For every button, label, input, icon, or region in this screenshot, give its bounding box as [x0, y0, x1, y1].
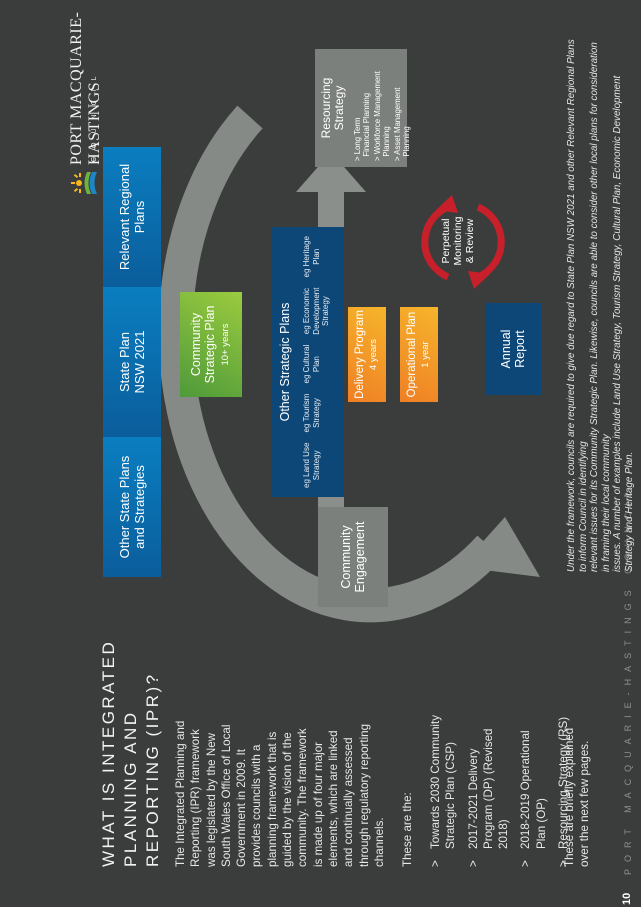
- other-strategic-plans-box: Other Strategic Plans eg Land Use Strate…: [272, 227, 344, 497]
- diagram-caption: Under the framework, councils are requir…: [566, 37, 635, 572]
- monitoring-line: Monitoring: [452, 216, 464, 266]
- box-line: NSW 2021: [132, 330, 147, 394]
- strategy-item: eg Cultural Plan: [302, 345, 331, 384]
- cycle-ring: [158, 105, 540, 623]
- item-line: eg Heritage: [302, 236, 311, 278]
- box-line: Other State Plans: [117, 455, 132, 559]
- resourcing-title: Resourcing Strategy: [319, 49, 346, 167]
- box-line: Report: [513, 330, 527, 368]
- item-line: Plan: [311, 248, 321, 265]
- item-line: Long Term: [353, 117, 362, 155]
- caption-line: issues. A number of examples include Lan…: [612, 75, 635, 572]
- resourcing-item: > Workforce Management Planning: [373, 71, 391, 161]
- item-line: eg Land Use: [302, 442, 311, 488]
- operational-label: Operational Plan: [406, 311, 418, 398]
- box-line: Community: [339, 525, 353, 589]
- item-line: Planning: [402, 126, 411, 157]
- monitoring-label: Perpetual Monitoring & Review: [440, 205, 476, 277]
- ring-arrowhead: [460, 517, 540, 577]
- item-line: Strategy: [311, 450, 321, 481]
- box-line: Relevant Regional: [117, 163, 132, 271]
- item-line: Strategy: [321, 296, 330, 327]
- box-line: State Plan: [117, 332, 132, 392]
- box-line: Strategic Plan: [203, 305, 217, 384]
- item-line: Strategy: [311, 398, 321, 428]
- item-line: Plan: [311, 356, 321, 373]
- state-plan-box: State Plan NSW 2021: [103, 287, 161, 437]
- box-line: Community: [189, 312, 203, 377]
- operational-plan-box: Operational Plan 1 year: [400, 307, 438, 402]
- delivery-program-box: Delivery Program 4 years: [348, 307, 386, 402]
- strategy-item: eg Tourism Strategy: [302, 394, 331, 433]
- other-state-plans-box: Other State Plans and Strategies: [103, 437, 161, 577]
- operational-duration: 1 year: [420, 341, 431, 368]
- council-logo-icon: [71, 172, 97, 194]
- box-line: Strategy: [332, 85, 346, 131]
- delivery-duration: 4 years: [368, 338, 379, 371]
- community-strategic-plan-box: Community Strategic Plan 10+ years: [180, 292, 242, 397]
- csp-duration: 10+ years: [220, 323, 231, 366]
- annual-report-box: Annual Report: [485, 303, 541, 395]
- resourcing-item: > Asset Management Planning: [393, 87, 411, 161]
- monitoring-line: Perpetual: [440, 218, 452, 264]
- resourcing-item: > Long Term Financial Planning: [353, 92, 371, 161]
- item-line: eg Cultural: [302, 344, 311, 384]
- resourcing-strategy-box: Resourcing Strategy > Long Term Financia…: [315, 49, 411, 167]
- box-line: and Strategies: [132, 465, 147, 549]
- box-line: Annual: [499, 329, 513, 369]
- item-line: Planning: [382, 126, 391, 157]
- caption-line: Under the framework, councils are requir…: [566, 39, 589, 572]
- box-line: Plans: [132, 200, 147, 234]
- item-line: Development: [311, 287, 321, 335]
- monitoring-arrows-icon: [421, 195, 505, 289]
- other-strategic-items: eg Land Use Strategy eg Tourism Strategy…: [302, 231, 331, 493]
- delivery-label: Delivery Program: [354, 310, 366, 399]
- regional-plans-box: Relevant Regional Plans: [103, 147, 161, 287]
- item-line: Workforce Management: [373, 71, 382, 155]
- box-line: Engagement: [353, 521, 367, 593]
- strategy-item: eg Economic Development Strategy: [302, 288, 331, 335]
- caption-line: relevant issues for its Community Strate…: [589, 42, 612, 572]
- other-strategic-plans-title: Other Strategic Plans: [278, 302, 292, 422]
- strategy-item: eg Land Use Strategy: [302, 443, 331, 488]
- item-line: eg Tourism: [302, 393, 311, 433]
- community-engagement-box: Community Engagement: [318, 507, 388, 607]
- resourcing-items: > Long Term Financial Planning > Workfor…: [353, 51, 411, 161]
- strategy-item: eg Heritage Plan: [302, 236, 331, 277]
- item-line: eg Economic: [302, 288, 311, 335]
- item-line: Financial Planning: [362, 92, 371, 157]
- item-line: Asset Management: [393, 87, 402, 155]
- monitoring-line: & Review: [464, 218, 476, 264]
